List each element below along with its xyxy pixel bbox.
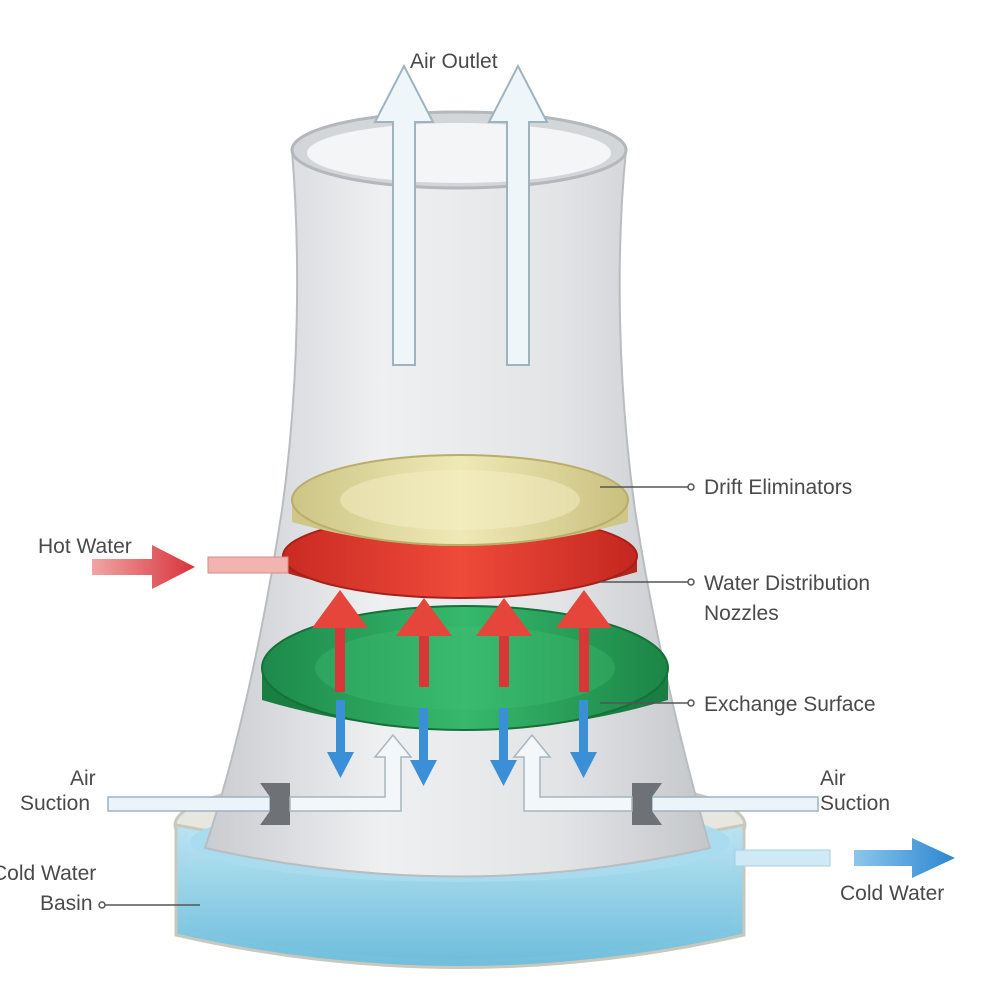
- air-suction-right-label-line2: Suction: [820, 792, 890, 815]
- cold-water-label: Cold Water: [840, 882, 944, 905]
- drift-eliminators-label: Drift Eliminators: [704, 476, 852, 499]
- nozzle-spray-arrows: [312, 590, 612, 692]
- right-arrow-icon: [854, 838, 955, 878]
- air-suction-left-label-line1: Air: [70, 767, 96, 790]
- nozzle-icon: [556, 590, 612, 692]
- air-suction-left-label-line2: Suction: [20, 792, 90, 815]
- air-outlet-arrows: [373, 63, 549, 366]
- water-distribution-label-line1: Water Distribution: [704, 572, 870, 595]
- up-arrow-icon: [487, 63, 549, 366]
- air-suction-right: [512, 733, 819, 825]
- hot-water-inlet: [92, 545, 289, 589]
- down-arrow-icon: [327, 700, 354, 778]
- down-arrow-icon: [490, 708, 517, 786]
- air-suction-left: [107, 733, 413, 825]
- exchange-surface-layer: [261, 605, 669, 731]
- air-suction-right-label-line1: Air: [820, 767, 846, 790]
- right-arrow-icon: [92, 545, 195, 589]
- nozzle-icon: [396, 598, 452, 687]
- exchange-surface-label: Exchange Surface: [704, 693, 876, 716]
- hot-water-label: Hot Water: [38, 535, 132, 558]
- cold-water-outlet: [734, 838, 955, 878]
- leader-lines: [98, 483, 695, 909]
- up-arrow-icon: [373, 63, 435, 366]
- cold-water-basin-label-line1: Cold Water: [0, 862, 96, 885]
- water-distribution-label-line2: Nozzles: [704, 602, 779, 625]
- cold-water-basin-label-line2: Basin: [40, 892, 93, 915]
- water-drop-arrows: [327, 700, 597, 786]
- nozzle-icon: [312, 590, 368, 692]
- drift-eliminators-disc: [291, 454, 629, 546]
- down-arrow-icon: [410, 708, 437, 786]
- down-arrow-icon: [570, 700, 597, 778]
- nozzle-icon: [476, 598, 532, 687]
- air-outlet-label: Air Outlet: [410, 50, 498, 73]
